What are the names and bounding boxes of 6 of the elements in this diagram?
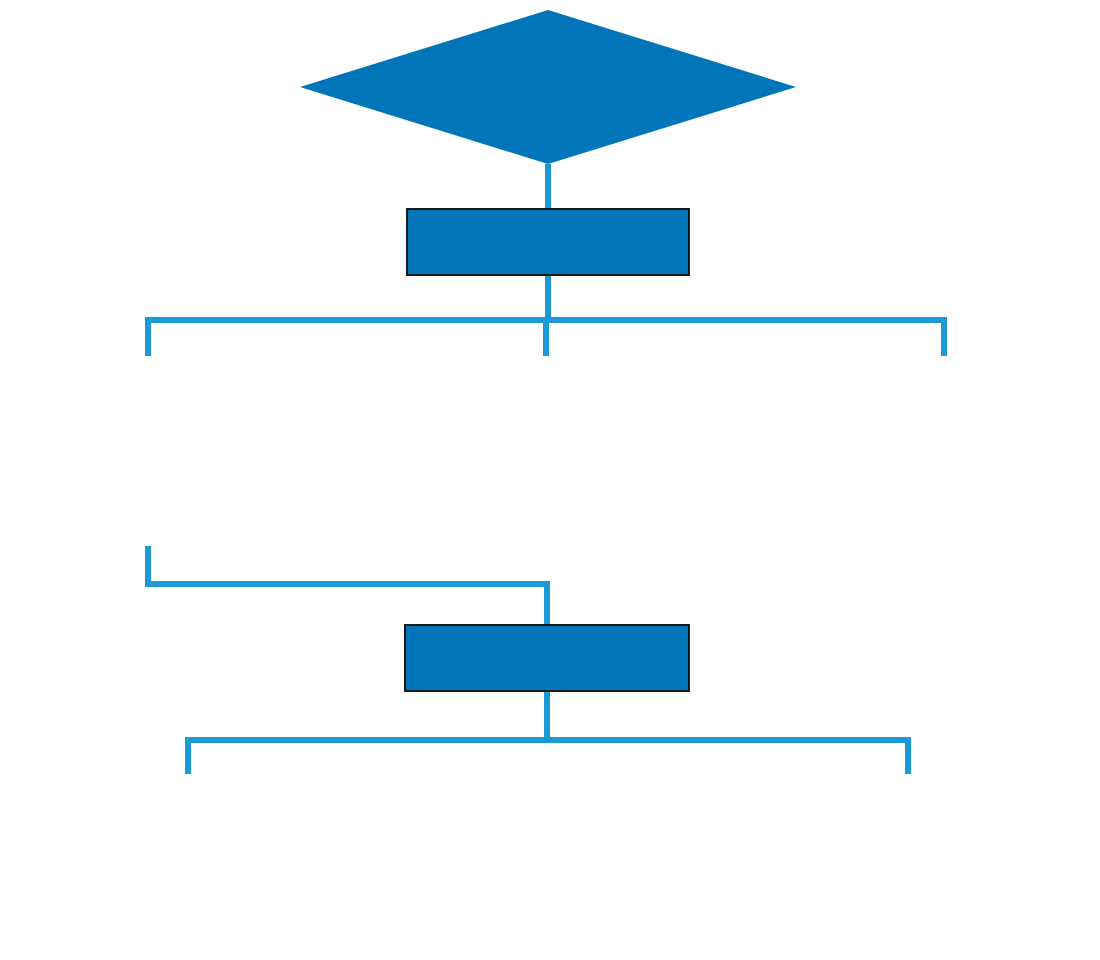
process-box (404, 624, 690, 692)
connector-line (544, 692, 911, 774)
connector-line (545, 164, 551, 208)
decision-diamond (300, 10, 796, 164)
process-box (406, 208, 690, 276)
connector-line (145, 546, 550, 624)
